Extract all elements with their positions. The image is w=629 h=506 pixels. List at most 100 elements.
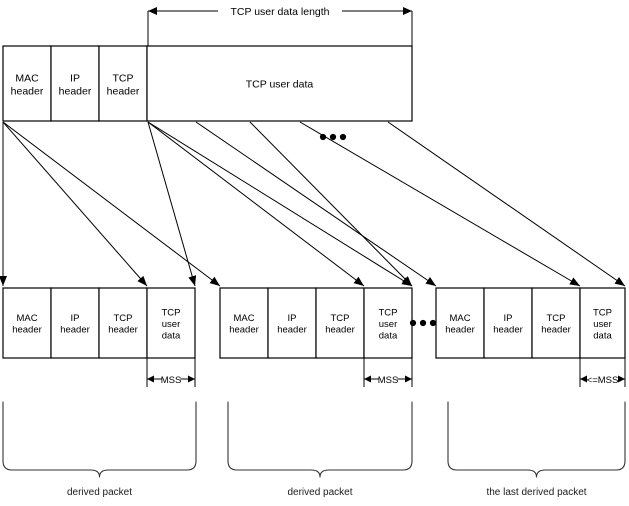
derived-packet-1-field-3-line-0: TCP	[162, 308, 181, 319]
connector-10-arrowhead	[614, 277, 625, 286]
derived-packet-last-mss-arrow-right	[618, 375, 625, 383]
derived-packet-2-field-3-line-2: data	[379, 331, 398, 342]
derived-packet-1-field-1	[50, 287, 100, 359]
derived-packet-1-brace	[2, 401, 197, 478]
connector-lines-group	[0, 121, 626, 287]
derived-packet-last-field-3-line-1: user	[593, 319, 611, 330]
derived-packet-2-field-1-line-0: IP	[288, 313, 297, 324]
derived-packet-1-field-0-line-1: header	[12, 325, 42, 336]
derived-packet-1-field-2	[98, 287, 148, 359]
derived-packet-last-field-0-line-1: header	[445, 325, 475, 336]
connector-2-arrowhead	[137, 275, 147, 286]
derived-packet-last-field-3-line-0: TCP	[593, 308, 612, 319]
original-field-2	[98, 45, 148, 122]
derived-packet-1-field-0-line-0: MAC	[16, 313, 37, 324]
ellipsis-packets-dot-2	[429, 319, 437, 327]
ellipsis-packets-dot-1	[419, 319, 427, 327]
connector-7	[195, 121, 437, 287]
original-field-2-label2: header	[107, 86, 140, 98]
original-field-0	[2, 45, 52, 122]
derived-packet-1-mss-arrow-right	[188, 375, 195, 383]
original-field-3-label: TCP user data	[246, 79, 314, 91]
connector-8-arrowhead	[402, 276, 412, 286]
derived-packet-2-mss-label-bg	[378, 372, 398, 386]
original-field-0-label2: header	[11, 86, 44, 98]
brace-group: derived packet derived packet the last der…	[2, 401, 626, 498]
derived-packet-1-field-2-line-0: TCP	[114, 313, 133, 324]
derived-packet-2-field-1-line-1: header	[277, 325, 307, 336]
connector-9	[299, 121, 581, 287]
derived-packet-1-field-1-line-1: header	[60, 325, 90, 336]
derived-packet-last-mss-label-bg	[587, 372, 618, 386]
derived-packet-1-mss-arrow-left	[147, 375, 154, 383]
dimension-label-bg	[218, 3, 342, 19]
connector-6	[147, 121, 413, 287]
connector-5	[147, 121, 365, 287]
connector-3	[2, 121, 221, 287]
original-field-1-label2: header	[59, 86, 92, 98]
dimension-arrow-group: TCP user data length	[147, 3, 413, 46]
derived-packet-2-field-0-line-0: MAC	[233, 313, 254, 324]
derived-packet-1-field-1-line-0: IP	[71, 313, 80, 324]
derived-packet-last-field-1	[483, 287, 533, 359]
derived-packet-last-field-1-line-0: IP	[504, 313, 513, 324]
original-field-0-label: MAC	[15, 73, 39, 85]
derived-packet-1-caption: derived packet	[67, 487, 132, 498]
connector-7-arrowhead	[425, 277, 436, 286]
connector-5-arrowhead	[353, 276, 364, 286]
derived-packet-1-field-0	[2, 287, 52, 359]
derived-packet-2-field-1	[267, 287, 317, 359]
connector-2	[2, 121, 148, 287]
derived-packet-2-caption: derived packet	[287, 487, 352, 498]
connector-1-arrowhead	[0, 276, 7, 286]
derived-packets-group: MACheaderIPheaderTCPheaderTCPuserdataMAC…	[2, 287, 626, 359]
derived-packet-2-mss-arrow-right	[405, 375, 412, 383]
derived-packet-2-field-3-line-0: TCP	[379, 308, 398, 319]
derived-packet-last-field-2-line-1: header	[541, 325, 571, 336]
derived-packet-2-field-0	[219, 287, 269, 359]
derived-packet-2-mss-arrow-left	[364, 375, 371, 383]
connector-10	[387, 121, 626, 287]
dimension-label: TCP user data length	[230, 6, 329, 18]
connector-4	[147, 121, 196, 287]
connector-8	[249, 121, 413, 287]
derived-packet-1-field-2-line-1: header	[108, 325, 138, 336]
derived-packet-1-mss-label: MSS	[161, 375, 182, 386]
derived-packet-last-field-0-line-0: MAC	[449, 313, 470, 324]
ellipsis-group	[319, 133, 437, 327]
derived-packet-last-caption: the last derived packet	[486, 487, 586, 498]
dimension-arrow-right	[403, 7, 412, 15]
original-field-1-label: IP	[70, 73, 80, 85]
derived-packet-last-field-2	[531, 287, 581, 359]
dimension-arrow-left	[148, 7, 157, 15]
derived-packet-1-field-3	[146, 287, 196, 359]
derived-packet-last-field-3-line-2: data	[593, 331, 612, 342]
derived-packet-2-field-0-line-1: header	[229, 325, 259, 336]
ellipsis-packets-dot-0	[409, 319, 417, 327]
original-field-3	[146, 45, 413, 122]
derived-packet-last-mss-arrow-left	[580, 375, 587, 383]
mss-markers-group: MSS MSS <=MSS	[146, 358, 626, 387]
derived-packet-last-mss-label: <=MSS	[587, 375, 619, 386]
connector-9-arrowhead	[569, 277, 580, 286]
derived-packet-2-mss-label: MSS	[378, 375, 399, 386]
derived-packet-last-field-1-line-1: header	[493, 325, 523, 336]
original-field-2-label: TCP	[113, 73, 134, 85]
connector-3-arrowhead	[209, 276, 220, 286]
derived-packet-last-brace	[447, 401, 626, 478]
derived-packet-2-field-2-line-1: header	[325, 325, 355, 336]
derived-packet-2-field-3-line-1: user	[379, 319, 397, 330]
derived-packet-1-field-3-line-1: user	[162, 319, 180, 330]
derived-packet-2-brace	[227, 401, 413, 478]
ellipsis-data-dot-2	[339, 133, 347, 141]
derived-packet-last-field-2-line-0: TCP	[547, 313, 566, 324]
derived-packet-2-field-2-line-0: TCP	[331, 313, 350, 324]
ellipsis-data-dot-1	[329, 133, 337, 141]
connector-4-arrowhead	[188, 275, 197, 286]
ellipsis-data-dot-0	[319, 133, 327, 141]
derived-packet-last-field-3	[579, 287, 626, 359]
derived-packet-2-field-2	[315, 287, 365, 359]
